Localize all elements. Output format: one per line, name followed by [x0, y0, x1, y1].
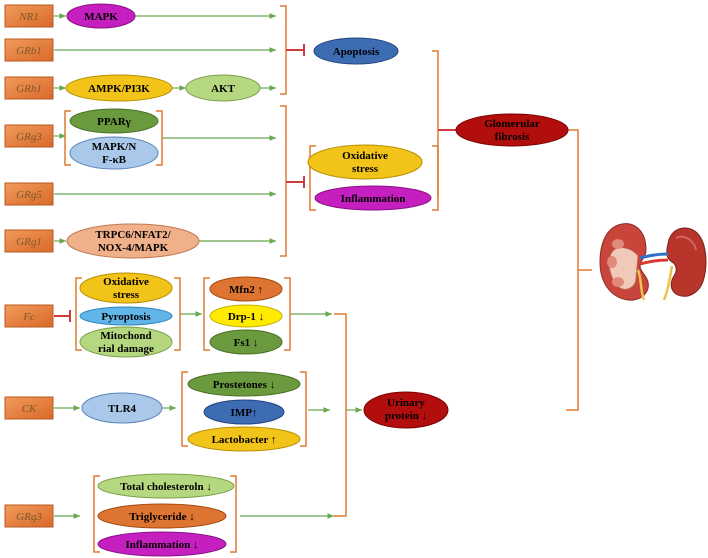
source-label: GRg5 — [16, 189, 42, 201]
node-pyroptosis: Pyroptosis — [79, 306, 173, 326]
node-ppar-gamma: PPARγ — [69, 108, 159, 134]
source-grb1: GRb1 — [4, 38, 54, 62]
node-label: IMP↑ — [231, 407, 258, 419]
node-label: Urinary — [387, 397, 425, 409]
node-akt: AKT — [185, 74, 261, 102]
node-label: Drp-1 ↓ — [228, 311, 264, 323]
node-label: Fs1 ↓ — [234, 337, 259, 349]
node-drp1: Drp-1 ↓ — [209, 304, 283, 328]
source-label: GRg3 — [16, 511, 42, 523]
node-label: TRPC6/NFAT2/ — [95, 229, 171, 241]
node-total-cholesterol: Total cholesteroln ↓ — [97, 473, 235, 499]
node-label: stress — [113, 289, 140, 301]
node-label: MAPK/N — [92, 141, 137, 153]
node-label: rial damage — [98, 343, 154, 355]
node-label: TLR4 — [108, 403, 137, 415]
node-label: Inflammation — [341, 193, 406, 205]
node-urinary-protein: Urinary protein ↓ — [363, 391, 449, 429]
node-triglyceride: Triglyceride ↓ — [97, 503, 227, 529]
node-mitochondrial-damage: Mitochond rial damage — [79, 326, 173, 358]
source-label: Fc — [22, 311, 35, 323]
node-lactobacter: Lactobacter ↑ — [187, 426, 301, 452]
node-label: fibrosis — [495, 131, 530, 143]
source-label: GRb1 — [16, 45, 42, 57]
node-label: AMPK/PI3K — [88, 83, 150, 95]
node-label: PPARγ — [97, 116, 131, 128]
node-label: MAPK — [84, 11, 118, 23]
node-label: NOX-4/MAPK — [98, 242, 169, 254]
source-label: GRg1 — [16, 236, 42, 248]
arrows — [54, 13, 362, 519]
node-label: Lactobacter ↑ — [212, 434, 277, 446]
node-ampk-pi3k: AMPK/PI3K — [65, 74, 173, 102]
node-oxidative-stress-fc: Oxidative stress — [79, 272, 173, 304]
node-label: Triglyceride ↓ — [129, 511, 194, 523]
node-label: Prostetones ↓ — [213, 379, 275, 391]
node-label: Mfn2 ↑ — [229, 284, 263, 296]
node-mfn2: Mfn2 ↑ — [209, 276, 283, 302]
node-label: Glomerular — [484, 118, 540, 130]
source-label: GRh1 — [16, 83, 42, 95]
node-label: Pyroptosis — [101, 311, 151, 323]
source-grg5: GRg5 — [4, 182, 54, 206]
source-grg3-top: GRg3 — [4, 124, 54, 148]
node-imp: IMP↑ — [203, 399, 285, 425]
node-label: Inflammation ↓ — [125, 539, 198, 551]
source-grh1: GRh1 — [4, 76, 54, 100]
source-label: CK — [22, 403, 37, 415]
node-oxidative-stress-top: Oxidative stress — [307, 144, 423, 180]
node-label: Oxidative — [103, 276, 149, 288]
node-inflammation-bottom: Inflammation ↓ — [97, 531, 227, 557]
node-mapk-nfkb: MAPK/N F-κB — [69, 136, 159, 170]
node-label: AKT — [211, 83, 236, 95]
node-label: Total cholesteroln ↓ — [120, 481, 212, 493]
source-grg3-bottom: GRg3 — [4, 504, 54, 528]
source-ck: CK — [4, 396, 54, 420]
source-fc: Fc — [4, 304, 54, 328]
node-label: Apoptosis — [333, 46, 380, 58]
node-inflammation-top: Inflammation — [314, 185, 432, 211]
node-prostetones: Prostetones ↓ — [187, 371, 301, 397]
source-grg1: GRg1 — [4, 229, 54, 253]
node-tlr4: TLR4 — [81, 392, 163, 424]
node-fs1: Fs1 ↓ — [209, 329, 283, 355]
source-label: GRg3 — [16, 131, 42, 143]
source-nr1: NR1 — [4, 4, 54, 28]
node-label: protein ↓ — [385, 410, 427, 422]
node-label: Mitochond — [100, 330, 151, 342]
node-label: Oxidative — [342, 150, 388, 162]
node-label: stress — [352, 163, 379, 175]
node-trpc6: TRPC6/NFAT2/ NOX-4/MAPK — [66, 223, 200, 259]
source-label: NR1 — [18, 11, 39, 23]
node-label: F-κB — [102, 154, 126, 166]
node-apoptosis: Apoptosis — [313, 37, 399, 65]
node-glomerular-fibrosis: Glomerular fibrosis — [455, 113, 569, 147]
node-mapk: MAPK — [66, 3, 136, 29]
kidney-illustration-icon — [599, 223, 707, 301]
